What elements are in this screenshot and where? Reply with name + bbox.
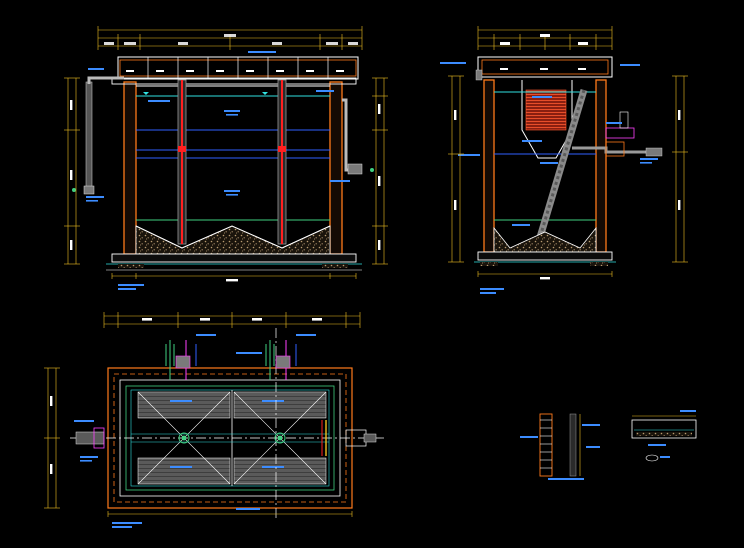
plan-hopper-panels (137, 390, 327, 486)
cross-section-side-dimensions (448, 75, 688, 263)
long-section-right-dimensions (372, 77, 388, 265)
long-section-bottom-dimensions (111, 273, 357, 279)
ladder-detail (520, 413, 600, 480)
plan-left-dimensions (44, 367, 60, 509)
plan-scale-label (112, 522, 142, 524)
long-section-right-external-pipe (316, 90, 374, 182)
long-section-scale-label (118, 284, 144, 286)
long-section-inlet-pipes (177, 79, 287, 245)
long-section-cover-slabs (117, 56, 359, 80)
long-section-water-levels (136, 92, 330, 221)
long-section-cover-label (248, 51, 276, 53)
cross-section-diagonal-pipe (534, 88, 588, 246)
cross-section-top-dimensions (477, 26, 613, 50)
plan-top-dimensions (103, 312, 361, 328)
cover-detail (631, 410, 697, 462)
plan-view (44, 312, 384, 528)
plan-top-risers (165, 340, 297, 444)
long-section-left-external-pipe (72, 68, 124, 202)
long-section-left-dimensions (64, 77, 80, 265)
plan-outlet-fitting (321, 420, 377, 456)
long-section-hopper-floor (135, 225, 331, 255)
cross-section-outlet-pipe (572, 111, 663, 164)
long-section-walls (111, 77, 357, 255)
plan-inlet-fitting (74, 420, 105, 462)
long-section-top-dimensions (97, 26, 363, 50)
longitudinal-section (64, 26, 388, 290)
long-section-base-slab (106, 253, 362, 271)
cross-section (440, 26, 688, 294)
